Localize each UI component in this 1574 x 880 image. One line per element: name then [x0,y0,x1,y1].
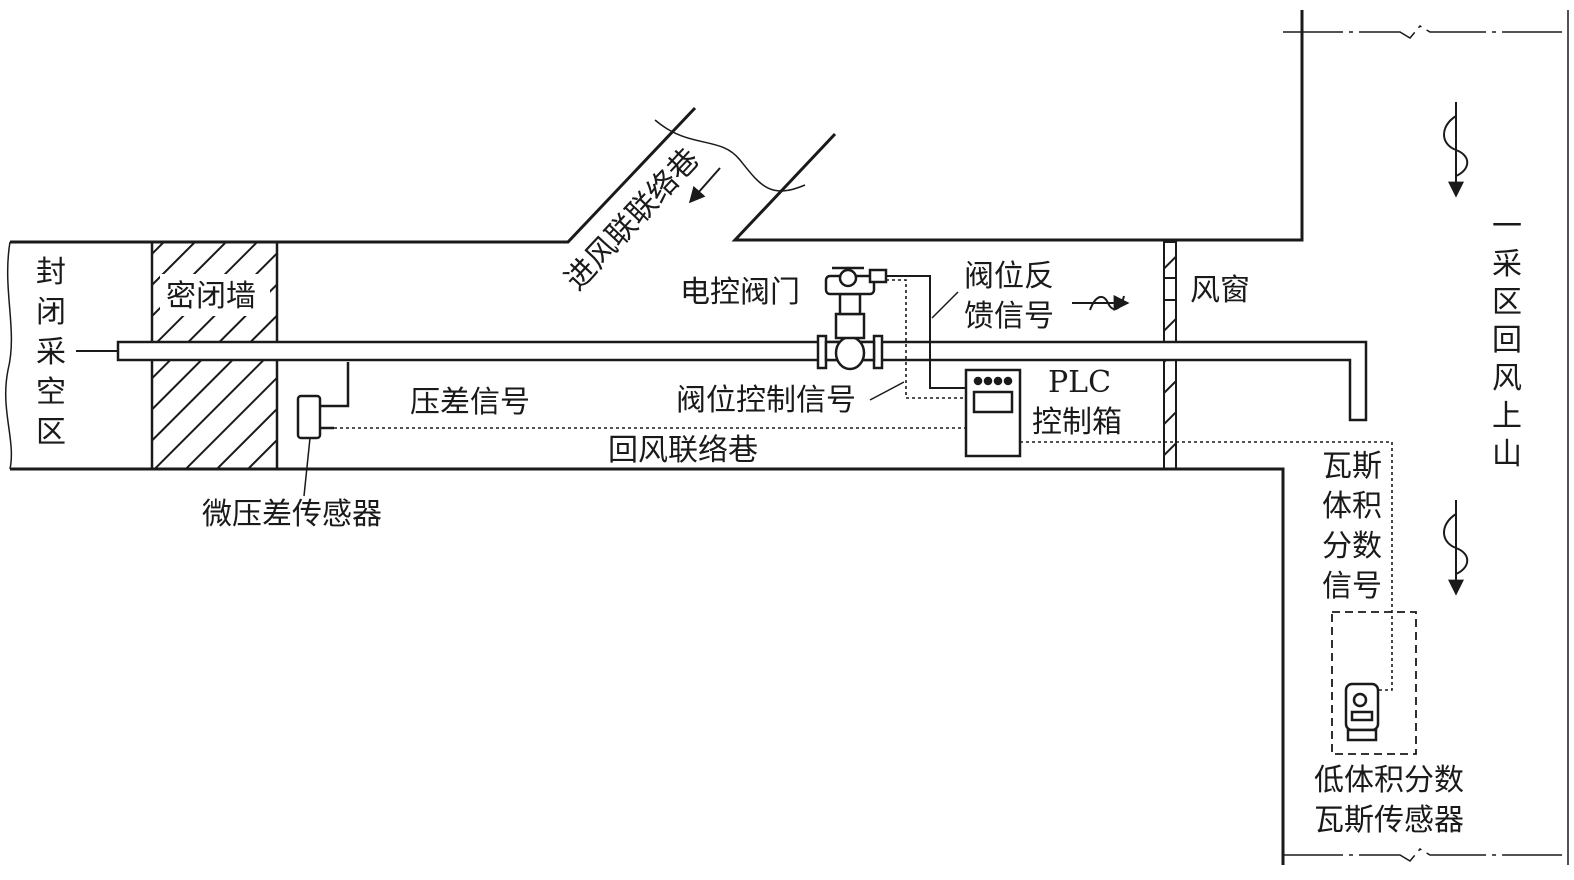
goaf-label: 封 闭 采 空 区 [36,255,66,450]
leader-lines [869,291,959,401]
uphill-char-1: 一 [1492,209,1522,244]
valve-feedback-line [886,275,966,389]
gas-sensor-body [1344,682,1380,732]
valve-control-signal-label: 阀位控制信号 [676,383,856,418]
valve-feedback-label-1: 阀位反 [964,259,1054,294]
plc-led-2 [983,376,993,386]
intake-airflow-arrow [688,167,721,204]
sensor-leader-line [303,437,311,497]
valve-bonnet [834,312,866,340]
plc-label-1: PLC [1048,365,1111,400]
gas-signal-line-1: 瓦斯 [1322,449,1382,484]
gas-signal-line-2: 体积 [1322,489,1382,524]
left-break-line [4,241,13,470]
uphill-airflow-wave-2 [1443,513,1469,575]
uphill-char-3: 区 [1492,285,1522,320]
micro-pressure-sensor [296,362,350,497]
sensor-body [296,394,322,440]
uphill-char-4: 回 [1492,323,1522,358]
top-wall-right [731,10,1304,242]
goaf-char-3: 采 [36,335,66,370]
gas-signal-label: 瓦斯 体积 分数 信号 [1322,449,1382,604]
gas-pipe [76,340,1368,422]
gas-sensor-frame [1331,611,1417,755]
uphill-char-7: 山 [1492,437,1522,472]
electric-valve [816,266,888,371]
air-window-opening [1163,277,1177,301]
signal-lines [334,279,1393,691]
goaf-char-1: 封 [36,255,66,290]
bottom-break-line [1283,848,1568,862]
gas-sensor-base [1346,728,1378,742]
gas-signal-line-4: 信号 [1322,569,1382,604]
break-lines [4,10,1569,865]
gas-sensor [1331,611,1417,755]
return-uphill-label: 一 采 区 回 风 上 山 [1492,209,1522,472]
seal-wall-label-bg [160,274,270,316]
uphill-char-2: 采 [1492,247,1522,282]
electric-valve-label: 电控阀门 [680,275,800,310]
goaf-char-4: 空 [36,375,66,410]
bottom-wall [10,467,1285,865]
gas-signal-line [1020,441,1393,691]
plc-led-1 [973,376,983,386]
roadway-airflow-wave [1089,295,1125,311]
valve-handwheel [838,268,858,288]
gas-signal-line-3: 分数 [1322,529,1382,564]
feedback-leader [931,291,959,319]
uphill-char-5: 风 [1492,361,1522,396]
seal-wall-label: 密闭墙 [166,279,256,314]
plc-label-2: 控制箱 [1032,405,1122,440]
gas-sensor-display [1350,710,1374,722]
feedback-lines [886,275,966,389]
top-break-line [1283,25,1568,39]
valve-control-line [886,279,966,399]
sensor-pipe-tap [334,362,350,408]
micro-pressure-sensor-label: 微压差传感器 [202,497,382,532]
return-roadway-label: 回风联络巷 [608,433,758,468]
gas-sensor-probe [1352,692,1368,708]
valve-motor-box [868,268,888,284]
valve-bulb [834,335,866,371]
goaf-char-5: 区 [36,415,66,450]
pipe-body [116,340,1368,422]
airflow-arrows [688,102,1469,596]
gas-sensor-label-2: 瓦斯传感器 [1314,803,1464,838]
top-wall-left [10,106,697,244]
valve-stem [838,292,862,316]
air-window-label: 风窗 [1190,273,1250,308]
intake-break-line [654,119,806,192]
goaf-char-2: 闭 [36,295,66,330]
gas-sensor-label-1: 低体积分数 [1314,763,1464,798]
plc-led-3 [993,376,1003,386]
pressure-signal-label: 压差信号 [410,385,530,420]
uphill-char-6: 上 [1492,399,1522,434]
plc-box-screen [972,390,1014,414]
control-leader [869,381,905,401]
plc-control-box [964,368,1022,458]
uphill-airflow-wave-1 [1443,115,1469,177]
valve-feedback-label-2: 馈信号 [964,299,1054,334]
plc-led-4 [1003,376,1013,386]
